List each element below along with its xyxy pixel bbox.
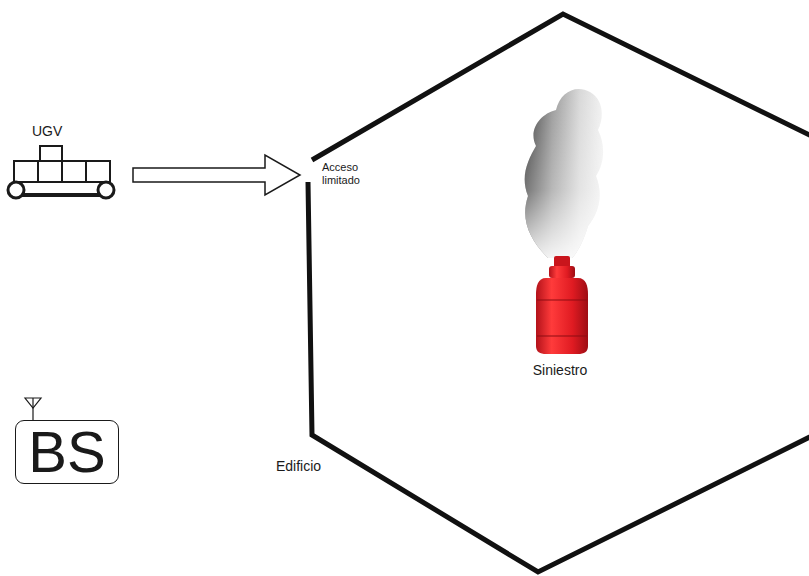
building-outline: EdificioSiniestro: [300, 10, 809, 576]
antenna-symbol: [25, 398, 41, 421]
access-label: Acceso limitado: [322, 161, 374, 187]
incident-node: Siniestro: [515, 55, 605, 380]
smoke: [525, 89, 603, 258]
station-name: BS: [28, 423, 105, 481]
ugv-vehicle: [8, 146, 114, 198]
gas-cylinder: [536, 256, 588, 354]
building-wall: [308, 14, 809, 572]
vehicle-node: UGV: [4, 122, 126, 204]
node-label: Siniestro: [515, 363, 605, 378]
hexagon-outline: [300, 10, 809, 576]
node-label: UGV: [32, 124, 62, 139]
base-station-box: BS: [15, 420, 119, 484]
node-label: Edificio: [276, 459, 321, 474]
block-arrow: [133, 155, 300, 195]
